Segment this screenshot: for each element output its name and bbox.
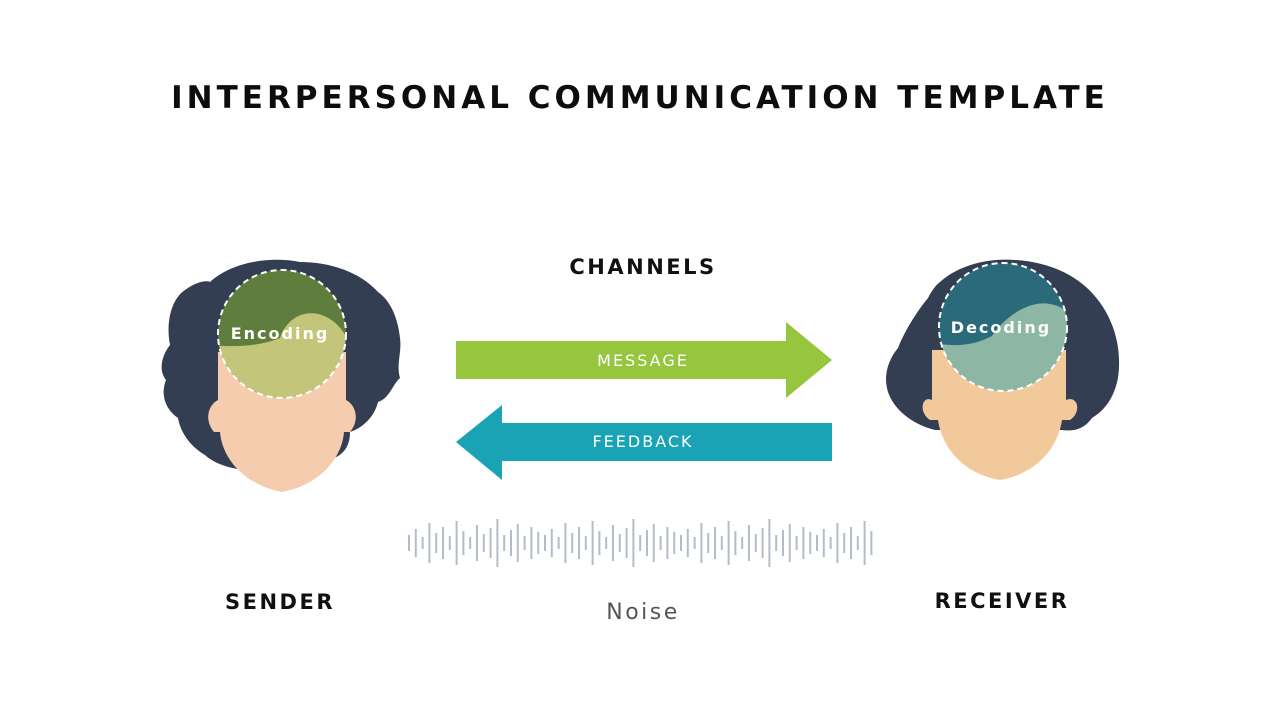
receiver-label: RECEIVER bbox=[934, 589, 1070, 613]
message-label: MESSAGE bbox=[597, 351, 689, 370]
page-title: INTERPERSONAL COMMUNICATION TEMPLATE bbox=[171, 80, 1109, 116]
decoding-dashed-outline bbox=[938, 262, 1068, 392]
sender-label: SENDER bbox=[225, 590, 335, 614]
noise-label: Noise bbox=[606, 600, 680, 625]
decoding-bubble: Decoding bbox=[938, 262, 1068, 392]
noise-waveform bbox=[408, 519, 873, 567]
feedback-label: FEEDBACK bbox=[592, 432, 693, 451]
encoding-dashed-outline bbox=[217, 269, 347, 399]
encoding-bubble: Encoding bbox=[217, 269, 347, 399]
encoding-label: Encoding bbox=[231, 324, 330, 343]
feedback-arrow: FEEDBACK bbox=[456, 405, 832, 480]
message-arrow: MESSAGE bbox=[456, 322, 832, 398]
channels-heading: CHANNELS bbox=[569, 255, 717, 279]
decoding-label: Decoding bbox=[951, 318, 1051, 337]
